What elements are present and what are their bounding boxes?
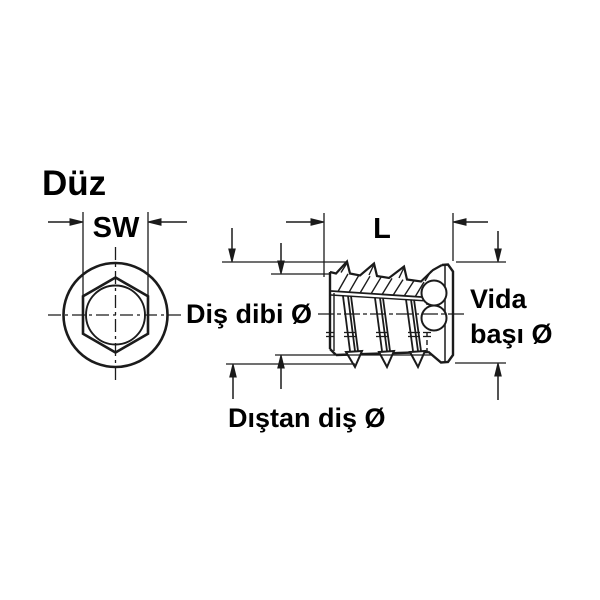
root-diameter-dimension	[271, 243, 431, 389]
l-label: L	[373, 213, 391, 245]
front-view	[48, 247, 183, 383]
arrowhead	[277, 260, 285, 275]
arrowhead	[277, 354, 285, 369]
thread-tooth	[377, 349, 396, 370]
arrowhead	[229, 363, 237, 378]
arrowhead	[310, 218, 325, 226]
outer-circle	[62, 261, 169, 369]
flange-head	[420, 263, 455, 364]
sw-dimension	[48, 212, 187, 296]
arrowhead	[494, 248, 502, 263]
root-diameter-label: Diş dibi Ø	[186, 299, 312, 329]
external-thread-top	[329, 259, 443, 298]
arrowhead	[69, 218, 84, 226]
thread-tooth	[408, 349, 427, 370]
arrowhead	[147, 218, 162, 226]
arrowhead	[494, 362, 502, 377]
l-dimension	[286, 213, 488, 277]
head-diameter-dimension	[455, 231, 506, 400]
head-diameter-label-line1: Vida	[470, 284, 528, 314]
thread-hatching	[337, 262, 432, 298]
outer-diameter-dimension	[222, 228, 355, 399]
drawing-title: Düz	[42, 164, 106, 203]
head-scallops	[420, 279, 448, 332]
arrowhead	[452, 218, 467, 226]
outer-diameter-label: Dıştan diş Ø	[228, 403, 386, 433]
thread-flights	[342, 295, 427, 370]
head-diameter-label-line2: başı Ø	[470, 319, 553, 349]
inner-circle	[85, 284, 146, 346]
side-view	[318, 259, 464, 370]
sw-label: SW	[93, 212, 140, 244]
hex-socket	[81, 275, 150, 355]
arrowhead	[228, 248, 236, 263]
